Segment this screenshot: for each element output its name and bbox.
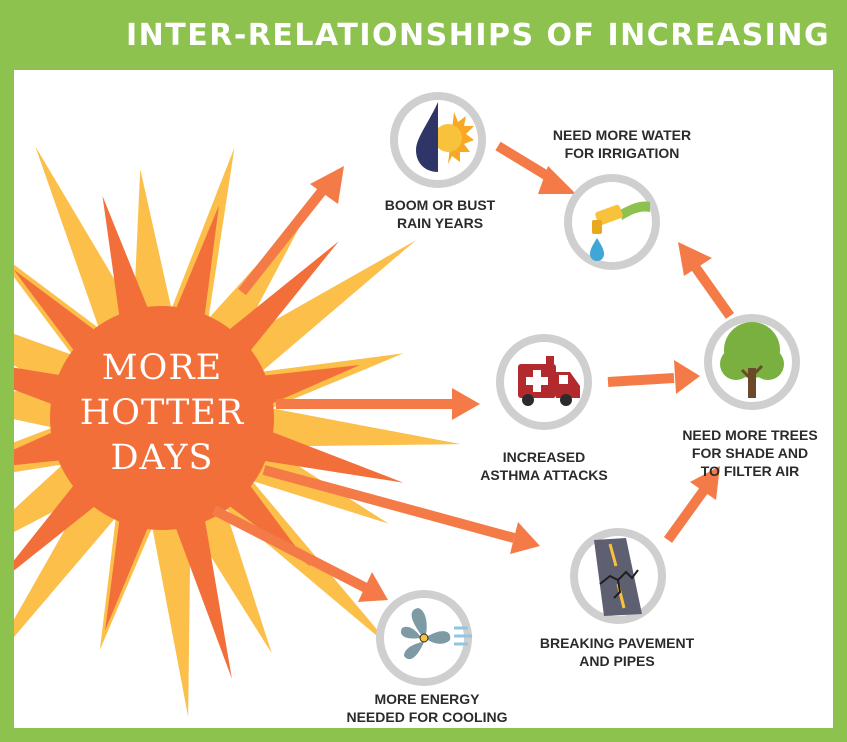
label-trees: NEED MORE TREES FOR SHADE AND TO FILTER … xyxy=(660,426,833,480)
sun-ray-yellow xyxy=(232,240,416,378)
sun-ray-yellow xyxy=(259,406,461,447)
arrow-asthma-to-trees xyxy=(607,360,700,394)
arrow-pavement-to-trees xyxy=(663,466,720,543)
label-pavement-line-2: AND PIPES xyxy=(579,653,655,669)
label-irrigation-line-1: NEED MORE WATER xyxy=(552,127,692,143)
label-pavement-line-1: BREAKING PAVEMENT xyxy=(539,635,695,651)
sun-text: MORE HOTTER DAYS xyxy=(41,348,283,488)
sun-ray-orange xyxy=(105,510,152,631)
label-energy: MORE ENERGY NEEDED FOR COOLING xyxy=(332,690,522,726)
page-title: INTER-RELATIONSHIPS OF INCREASING HEAT xyxy=(126,18,833,53)
label-trees-line-1: NEED MORE TREES xyxy=(682,427,818,443)
label-energy-line-2: NEEDED FOR COOLING xyxy=(346,709,508,725)
label-irrigation-line-2: FOR IRRIGATION xyxy=(564,145,680,161)
sun-ray-orange xyxy=(14,269,103,359)
label-rain-line-2: RAIN YEARS xyxy=(396,215,484,231)
arrow-trees-to-irrigation xyxy=(678,242,735,319)
sun-ray-orange xyxy=(254,428,404,483)
label-asthma: INCREASED ASTHMA ATTACKS xyxy=(444,448,644,484)
sun-ray-yellow xyxy=(35,146,138,336)
fan-icon xyxy=(376,590,472,686)
sun-ray-yellow xyxy=(168,147,235,327)
sun-ray-orange xyxy=(14,477,103,571)
sun-text-line-1: MORE xyxy=(101,348,223,388)
label-asthma-line-2: ASTHMA ATTACKS xyxy=(480,467,608,483)
label-trees-line-2: FOR SHADE AND xyxy=(691,445,809,461)
label-rain-line-1: BOOM OR BUST xyxy=(384,197,496,213)
faucet-icon xyxy=(564,174,660,270)
cracked-road-icon xyxy=(570,528,666,624)
label-energy-line-1: MORE ENERGY xyxy=(374,691,480,707)
sun-ray-orange xyxy=(221,241,339,359)
ambulance-icon xyxy=(496,334,592,430)
header-bar: INTER-RELATIONSHIPS OF INCREASING HEAT xyxy=(14,0,833,70)
sun-text-line-2: HOTTER xyxy=(79,393,245,433)
tree-icon xyxy=(704,314,800,410)
arrow-sun-to-asthma xyxy=(276,388,480,420)
label-rain: BOOM OR BUST RAIN YEARS xyxy=(350,196,530,232)
sun-ray-orange xyxy=(172,510,232,679)
sun-ray-orange xyxy=(102,195,152,326)
sun-ray-orange xyxy=(172,205,219,326)
arrow-sun-to-energy xyxy=(211,505,388,602)
sun-ray-yellow xyxy=(133,168,174,321)
label-irrigation: NEED MORE WATER FOR IRRIGATION xyxy=(532,126,712,162)
arrow-rain-to-irrigation xyxy=(495,141,576,194)
diagram-canvas xyxy=(14,92,800,717)
sun-disc xyxy=(50,306,274,530)
sun-ray-orange xyxy=(254,364,361,408)
sun-ray-yellow xyxy=(150,515,191,717)
sun-ray-yellow xyxy=(14,488,122,637)
arrow-sun-to-rain xyxy=(238,166,344,296)
arrow-sun-to-pavement xyxy=(262,465,540,554)
label-trees-line-3: TO FILTER AIR xyxy=(700,463,800,479)
sun-rays-orange xyxy=(14,195,404,679)
label-pavement: BREAKING PAVEMENT AND PIPES xyxy=(512,634,722,670)
label-asthma-line-1: INCREASED xyxy=(502,449,586,465)
sun-text-line-3: DAYS xyxy=(110,438,214,478)
half-sun-half-raindrop-icon xyxy=(390,92,486,188)
sun-ray-yellow xyxy=(99,509,156,650)
sun-ray-yellow xyxy=(253,353,404,412)
